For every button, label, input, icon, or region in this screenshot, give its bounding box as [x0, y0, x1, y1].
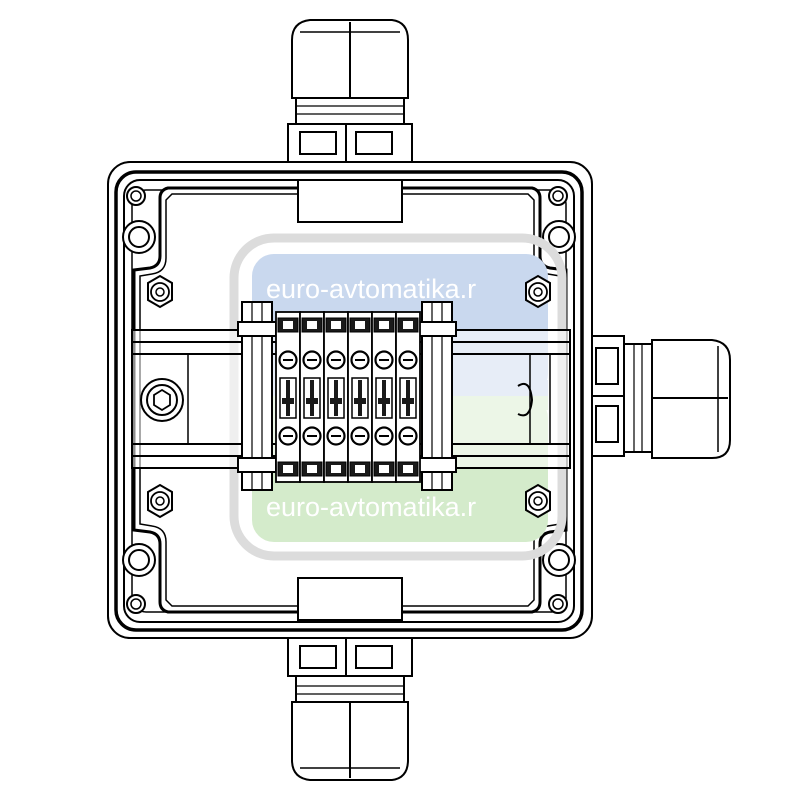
terminal-module: [371, 311, 397, 483]
cable-gland-right: [587, 335, 731, 459]
nut-bottom-left: [147, 483, 173, 519]
terminals: [275, 311, 421, 483]
hole-bottom-left: [122, 543, 156, 614]
watermark-text-bottom: euro-avtomatika.r: [266, 492, 476, 522]
watermark-text-top: euro-avtomatika.r: [266, 274, 476, 304]
hole-top-left: [122, 186, 156, 254]
end-clamp-right: [417, 301, 457, 491]
nut-top-right: [525, 274, 551, 309]
nut-bottom-right: [525, 483, 551, 519]
terminal-module: [323, 311, 349, 483]
terminal-module: [275, 311, 301, 483]
nut-top-left: [147, 274, 173, 309]
cable-gland-top: [287, 19, 413, 163]
rail-nuts: [147, 274, 551, 519]
terminal-module: [299, 311, 325, 483]
cable-gland-bottom: [287, 637, 413, 781]
hole-bottom-right: [542, 543, 576, 614]
terminal-block: [237, 301, 457, 491]
terminal-module: [347, 311, 373, 483]
terminal-module: [395, 311, 421, 483]
end-clamp-left: [237, 301, 277, 491]
